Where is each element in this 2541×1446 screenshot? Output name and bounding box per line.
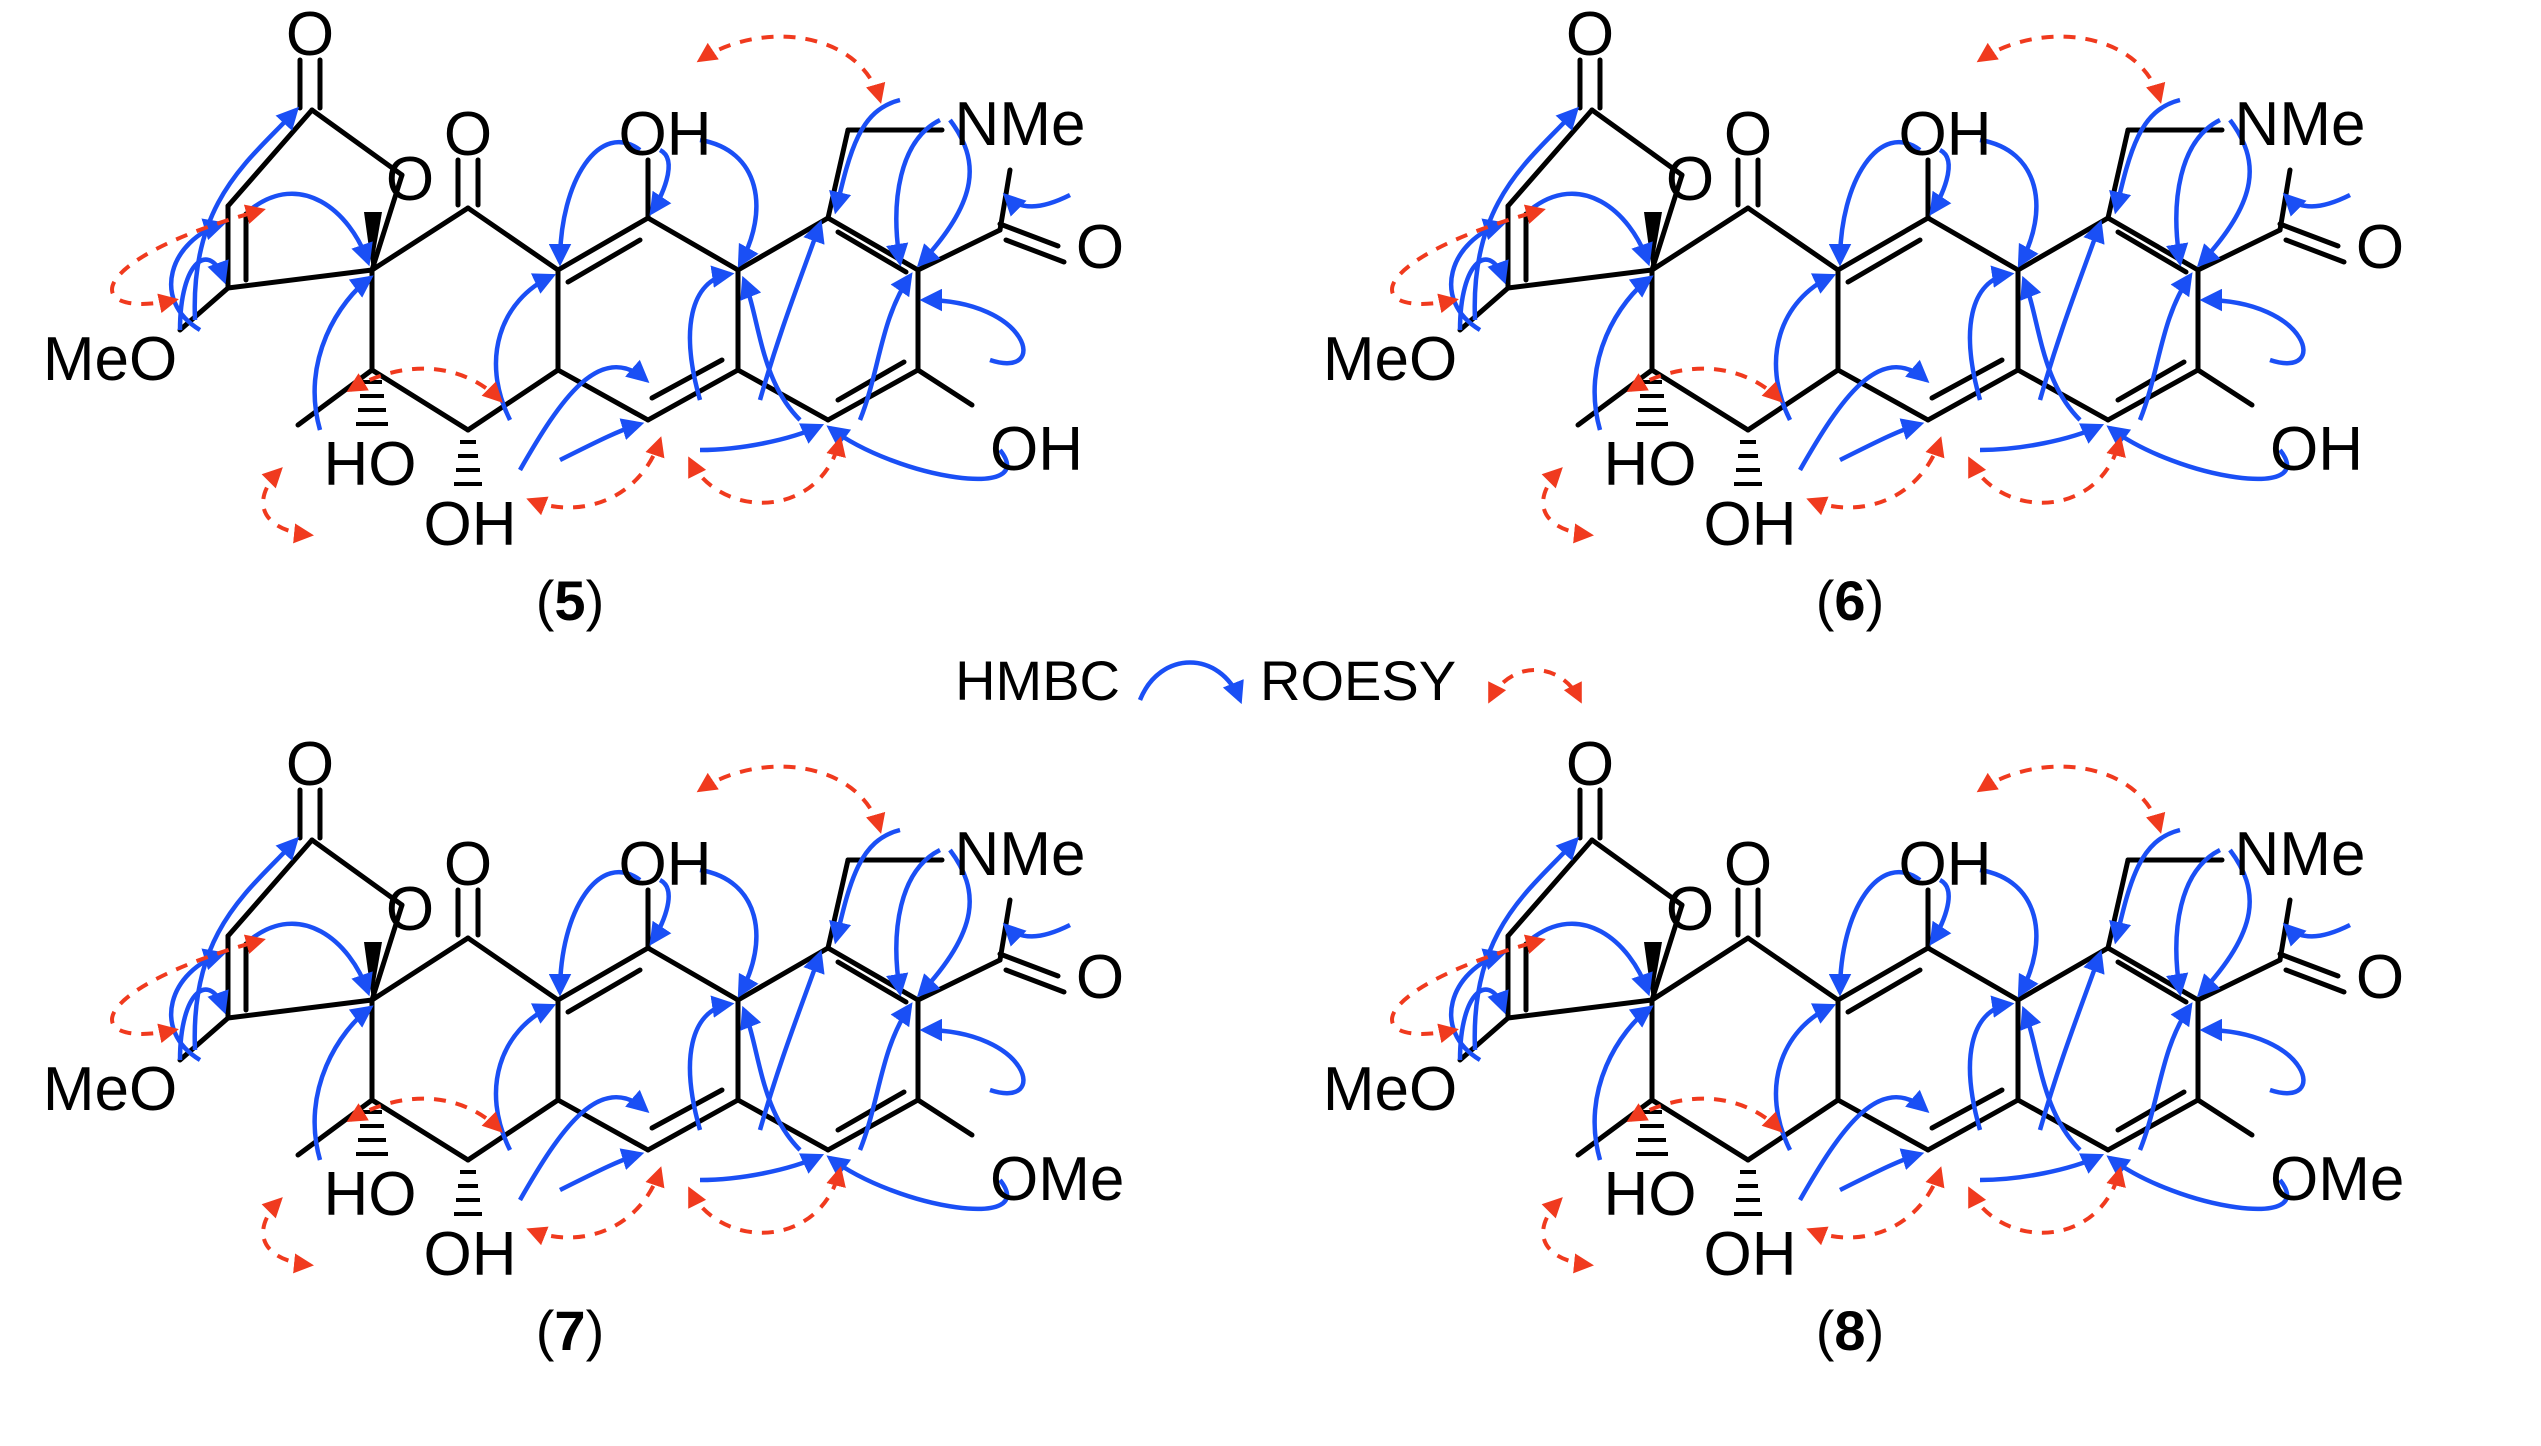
roesy-correlations: [1390, 34, 2166, 544]
nme-label: NMe: [955, 820, 1086, 889]
compound-caption: (5): [536, 569, 604, 632]
aromatic-substituent-label: OMe: [990, 1145, 1124, 1214]
methoxy-label: MeO: [43, 1055, 177, 1124]
nme-label: NMe: [955, 90, 1086, 159]
roesy-correlations: [1390, 764, 2166, 1274]
amide-oxygen-label: O: [1076, 213, 1124, 282]
stereo-wedge: [364, 942, 382, 1000]
methoxy-label: MeO: [1323, 325, 1457, 394]
ketone-oxygen-label: O: [1724, 830, 1772, 899]
ketone-oxygen-label: O: [444, 100, 492, 169]
amide-oxygen-label: O: [2356, 943, 2404, 1012]
stereo-wedge: [1644, 212, 1662, 270]
tertiary-hydroxyl-label: HO: [324, 1160, 417, 1229]
lactone-ring-oxygen-label: O: [1666, 145, 1714, 214]
nme-label: NMe: [2235, 90, 2366, 159]
compound-5-structure: O O O OH NMe O MeO HO OH OH (5): [43, 0, 1124, 632]
compound-6-structure: O O O OH NMe O MeO HO OH OH (6): [1323, 0, 2404, 632]
secondary-hydroxyl-label: OH: [424, 1220, 517, 1289]
lactone-carbonyl-oxygen-label: O: [286, 730, 334, 799]
lactone-ring-oxygen-label: O: [386, 875, 434, 944]
aromatic-substituent-label: OH: [2270, 415, 2363, 484]
legend-roesy-label: ROESY: [1260, 649, 1456, 712]
tertiary-hydroxyl-label: HO: [1604, 430, 1697, 499]
phenol-oh-label: OH: [619, 100, 712, 169]
methoxy-label: MeO: [1323, 1055, 1457, 1124]
ketone-oxygen-label: O: [444, 830, 492, 899]
legend-roesy-arrow: [1488, 668, 1582, 704]
phenol-oh-label: OH: [1899, 100, 1992, 169]
aromatic-substituent-label: OMe: [2270, 1145, 2404, 1214]
tertiary-hydroxyl-label: HO: [1604, 1160, 1697, 1229]
roesy-correlations: [110, 764, 886, 1274]
methoxy-label: MeO: [43, 325, 177, 394]
secondary-hydroxyl-label: OH: [1704, 490, 1797, 559]
legend: HMBC ROESY: [955, 649, 1582, 712]
phenol-oh-label: OH: [619, 830, 712, 899]
legend-hmbc-arrow: [1137, 660, 1244, 705]
compound-caption: (7): [536, 1299, 604, 1362]
secondary-hydroxyl-label: OH: [424, 490, 517, 559]
amide-oxygen-label: O: [1076, 943, 1124, 1012]
compound-caption: (6): [1816, 569, 1884, 632]
nme-label: NMe: [2235, 820, 2366, 889]
lactone-ring-oxygen-label: O: [1666, 875, 1714, 944]
aromatic-substituent-label: OH: [990, 415, 1083, 484]
compound-caption: (8): [1816, 1299, 1884, 1362]
legend-hmbc-label: HMBC: [955, 649, 1120, 712]
compound-7-structure: O O O OH NMe O MeO HO OH OMe (7): [43, 730, 1125, 1362]
compound-8-structure: O O O OH NMe O MeO HO OH OMe (8): [1323, 730, 2405, 1362]
lactone-carbonyl-oxygen-label: O: [1566, 0, 1614, 69]
phenol-oh-label: OH: [1899, 830, 1992, 899]
lactone-carbonyl-oxygen-label: O: [1566, 730, 1614, 799]
ketone-oxygen-label: O: [1724, 100, 1772, 169]
stereo-wedge: [364, 212, 382, 270]
lactone-carbonyl-oxygen-label: O: [286, 0, 334, 69]
roesy-correlations: [110, 34, 886, 544]
secondary-hydroxyl-label: OH: [1704, 1220, 1797, 1289]
tertiary-hydroxyl-label: HO: [324, 430, 417, 499]
amide-oxygen-label: O: [2356, 213, 2404, 282]
stereo-wedge: [1644, 942, 1662, 1000]
lactone-ring-oxygen-label: O: [386, 145, 434, 214]
